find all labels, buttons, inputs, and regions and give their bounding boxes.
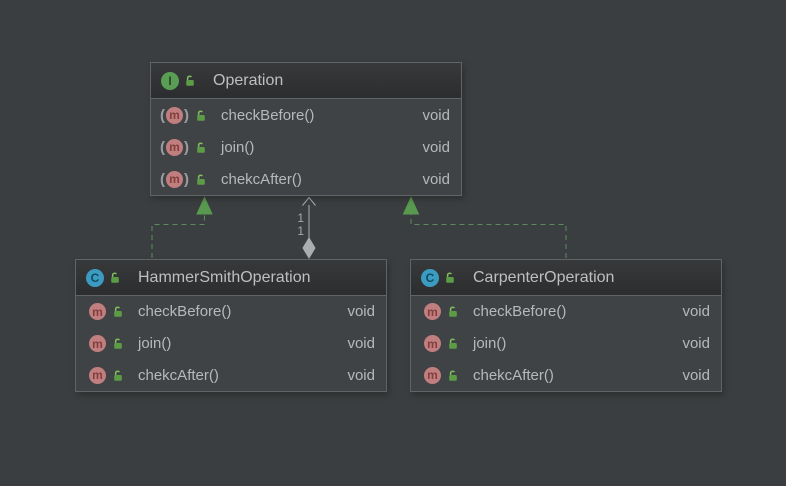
class-icon: C bbox=[86, 268, 104, 287]
unlock-icon bbox=[449, 306, 457, 318]
unlock-icon bbox=[197, 173, 205, 185]
method-return-type: void bbox=[682, 366, 710, 384]
node-carpenteroperation[interactable]: C CarpenterOperation m checkBefore() voi… bbox=[410, 259, 722, 392]
node-body: m checkBefore() void m join() void m bbox=[151, 99, 461, 195]
node-body: m checkBefore() void m join() void m bbox=[76, 296, 386, 391]
realization-edge-hammersmith[interactable] bbox=[151, 196, 213, 259]
method-row[interactable]: m join() void bbox=[411, 328, 721, 360]
method-return-type: void bbox=[422, 106, 450, 124]
method-return-type: void bbox=[422, 138, 450, 156]
method-return-type: void bbox=[682, 303, 710, 321]
method-return-type: void bbox=[347, 303, 375, 321]
aggregation-edge[interactable]: 1 1 bbox=[297, 196, 316, 259]
method-row[interactable]: m checkBefore() void bbox=[76, 296, 386, 328]
node-title: HammerSmithOperation bbox=[138, 268, 311, 286]
method-name: checkBefore() bbox=[138, 303, 232, 321]
unlock-icon bbox=[446, 272, 454, 283]
unlock-icon bbox=[111, 272, 119, 283]
multiplicity-label: 1 bbox=[297, 224, 304, 238]
method-icon: m bbox=[424, 366, 441, 384]
method-name: join() bbox=[221, 138, 255, 156]
node-header[interactable]: C HammerSmithOperation bbox=[76, 260, 386, 296]
method-name: join() bbox=[138, 335, 172, 352]
abstract-method-icon: m bbox=[160, 138, 189, 156]
unlock-icon bbox=[114, 370, 122, 381]
node-body: m checkBefore() void m join() void m bbox=[411, 296, 721, 391]
unlock-icon bbox=[114, 338, 122, 349]
method-name: chekcAfter() bbox=[473, 366, 554, 384]
method-icon: m bbox=[89, 303, 106, 321]
multiplicity-label: 1 bbox=[297, 211, 304, 225]
unlock-icon bbox=[197, 141, 205, 153]
node-operation[interactable]: I Operation m checkBefore() void m bbox=[150, 62, 462, 196]
class-icon: C bbox=[421, 268, 439, 287]
method-return-type: void bbox=[682, 335, 710, 352]
method-return-type: void bbox=[347, 335, 375, 352]
method-icon: m bbox=[89, 335, 106, 352]
unlock-icon bbox=[197, 109, 205, 121]
unlock-icon bbox=[114, 306, 122, 318]
method-name: checkBefore() bbox=[473, 303, 567, 321]
method-name: checkBefore() bbox=[221, 106, 315, 124]
method-name: chekcAfter() bbox=[138, 366, 219, 384]
method-row[interactable]: m join() void bbox=[76, 328, 386, 360]
interface-icon: I bbox=[161, 71, 179, 90]
method-name: chekcAfter() bbox=[221, 170, 302, 188]
method-row[interactable]: m chekcAfter() void bbox=[151, 163, 461, 195]
method-row[interactable]: m checkBefore() void bbox=[151, 99, 461, 131]
diamond-icon bbox=[302, 237, 316, 259]
method-row[interactable]: m checkBefore() void bbox=[411, 296, 721, 328]
method-icon: m bbox=[424, 335, 441, 352]
method-row[interactable]: m chekcAfter() void bbox=[76, 359, 386, 391]
open-arrowhead-icon bbox=[302, 196, 316, 206]
node-header[interactable]: I Operation bbox=[151, 63, 461, 99]
node-header[interactable]: C CarpenterOperation bbox=[411, 260, 721, 296]
unlock-icon bbox=[449, 370, 457, 381]
method-icon: m bbox=[424, 303, 441, 321]
unlock-icon bbox=[449, 338, 457, 349]
method-name: join() bbox=[473, 335, 507, 352]
method-icon: m bbox=[89, 366, 106, 384]
node-title: CarpenterOperation bbox=[473, 268, 615, 286]
unlock-icon bbox=[186, 75, 194, 86]
realization-edge-carpenter[interactable] bbox=[402, 196, 567, 259]
method-row[interactable]: m join() void bbox=[151, 131, 461, 163]
abstract-method-icon: m bbox=[160, 106, 189, 124]
realization-arrowhead bbox=[196, 196, 213, 215]
realization-arrowhead bbox=[402, 196, 420, 215]
method-row[interactable]: m chekcAfter() void bbox=[411, 359, 721, 391]
abstract-method-icon: m bbox=[160, 170, 189, 188]
node-title: Operation bbox=[213, 71, 284, 89]
method-return-type: void bbox=[422, 170, 450, 188]
method-return-type: void bbox=[347, 366, 375, 384]
node-hammersmithoperation[interactable]: C HammerSmithOperation m checkBefore() v… bbox=[75, 259, 387, 392]
